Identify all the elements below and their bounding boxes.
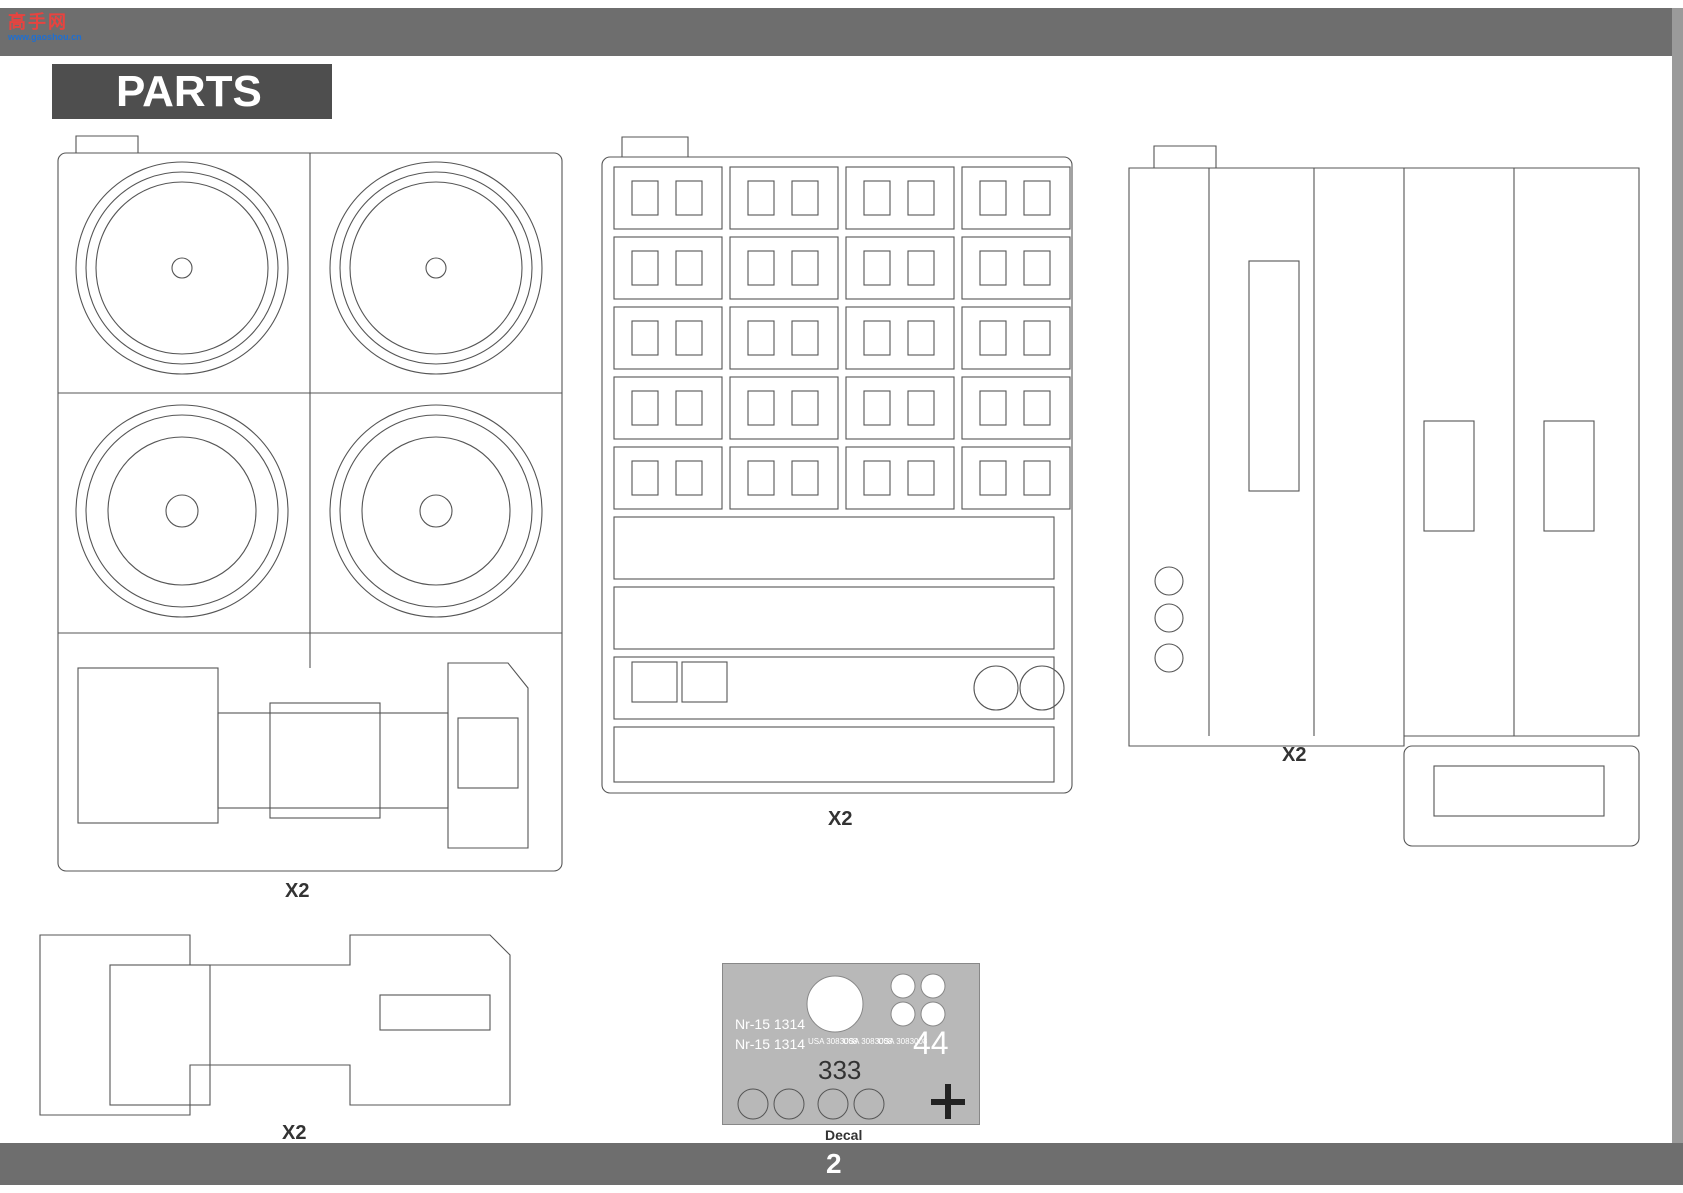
decal-sheet: Nr-15 1314 Nr-15 1314 USA 3083008 USA 30…	[722, 963, 980, 1125]
bottom-banner	[0, 1143, 1683, 1185]
page-edge	[1672, 8, 1683, 1185]
decal-label: Decal	[825, 1127, 863, 1143]
sprue-c-quantity: X2	[828, 808, 853, 830]
page-title: PARTS	[52, 64, 332, 119]
top-banner	[0, 8, 1683, 56]
decal-text-2: Nr-15 1314	[735, 1036, 805, 1052]
sprue-d-drawing	[1128, 145, 1640, 847]
page-number: 2	[826, 1148, 842, 1179]
hull-part-quantity: X2	[282, 1122, 307, 1144]
decal-text-3: 333	[818, 1055, 861, 1085]
decal-text-4: 44	[913, 1025, 949, 1061]
sprue-c-drawing	[601, 136, 1073, 794]
hull-part-drawing	[39, 934, 511, 1116]
decal-text-5: USA 3083008	[808, 1037, 858, 1046]
decal-text-6: USA 3083008	[843, 1037, 893, 1046]
sprue-a-quantity: X2	[285, 880, 310, 902]
sprue-a-drawing	[57, 135, 563, 872]
sprue-d-quantity: X2	[1282, 744, 1307, 766]
decal-text-7: USA 3083008	[878, 1037, 928, 1046]
decal-text-1: Nr-15 1314	[735, 1016, 805, 1032]
